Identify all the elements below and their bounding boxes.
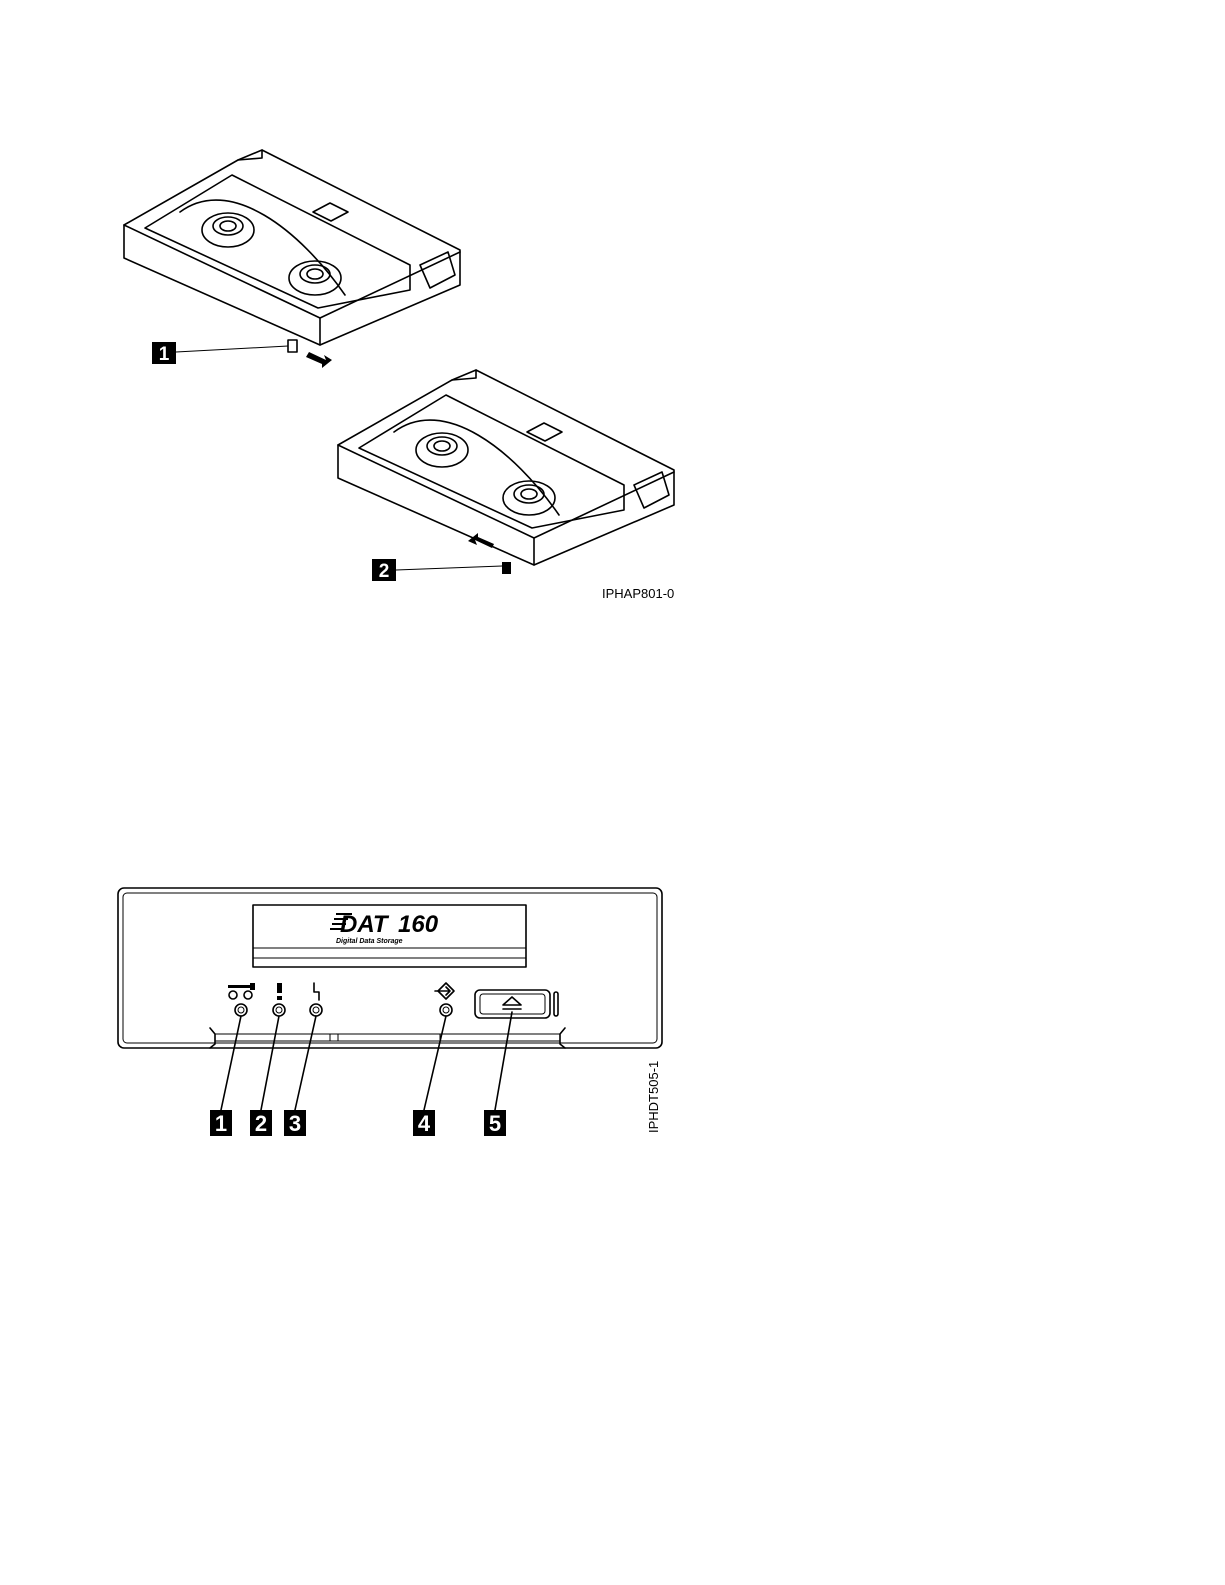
slide-left-arrow	[468, 533, 494, 548]
cartridge-door	[253, 905, 526, 967]
dat160-logo: DAT 160 Digital Data Storage	[330, 911, 439, 945]
led-drive-error	[310, 1004, 322, 1016]
eject-icon	[503, 997, 521, 1009]
figure-write-protect-cartridges: 1 2 IPHAP801-0	[124, 150, 674, 601]
callout-3: 3	[284, 1110, 306, 1136]
callout-5: 5	[484, 1110, 506, 1136]
tape-cartridge-bottom	[338, 370, 674, 574]
media-activity-icon	[435, 983, 454, 999]
write-protect-tab-closed	[502, 562, 511, 574]
callout-2: 2	[372, 559, 502, 582]
svg-text:5: 5	[489, 1111, 501, 1136]
write-protect-tab-open	[288, 340, 297, 352]
drive-bezel	[118, 888, 662, 1048]
tape-reel-left	[202, 213, 254, 247]
tape-cassette-icon	[228, 983, 255, 999]
tape-reel-left	[416, 433, 468, 467]
svg-text:160: 160	[398, 911, 439, 938]
led-tape	[273, 1004, 285, 1016]
bezel-rail	[210, 1028, 565, 1048]
svg-text:2: 2	[255, 1111, 267, 1136]
led-ready	[440, 1004, 452, 1016]
drive-error-icon	[314, 983, 319, 1000]
svg-text:4: 4	[418, 1111, 431, 1136]
tape-cartridge-top	[124, 150, 460, 368]
svg-text:DAT: DAT	[340, 911, 390, 938]
svg-text:Digital Data Storage: Digital Data Storage	[336, 938, 403, 945]
figure-id-label: IPHDT505-1	[646, 1061, 661, 1133]
svg-text:3: 3	[289, 1111, 301, 1136]
svg-text:1: 1	[159, 344, 170, 365]
figure-dat160-front-panel: DAT 160 Digital Data Storage	[118, 888, 662, 1136]
callout-4: 4	[413, 1110, 435, 1136]
callout-2: 2	[250, 1110, 272, 1136]
led-clean	[235, 1004, 247, 1016]
svg-text:1: 1	[215, 1111, 227, 1136]
slide-right-arrow	[306, 352, 332, 368]
callout-1: 1	[152, 342, 288, 365]
eject-button[interactable]	[475, 990, 550, 1018]
caution-icon	[277, 983, 282, 1000]
svg-text:2: 2	[379, 561, 390, 582]
figure-id-label: IPHAP801-0	[602, 586, 674, 601]
callout-1: 1	[210, 1110, 232, 1136]
